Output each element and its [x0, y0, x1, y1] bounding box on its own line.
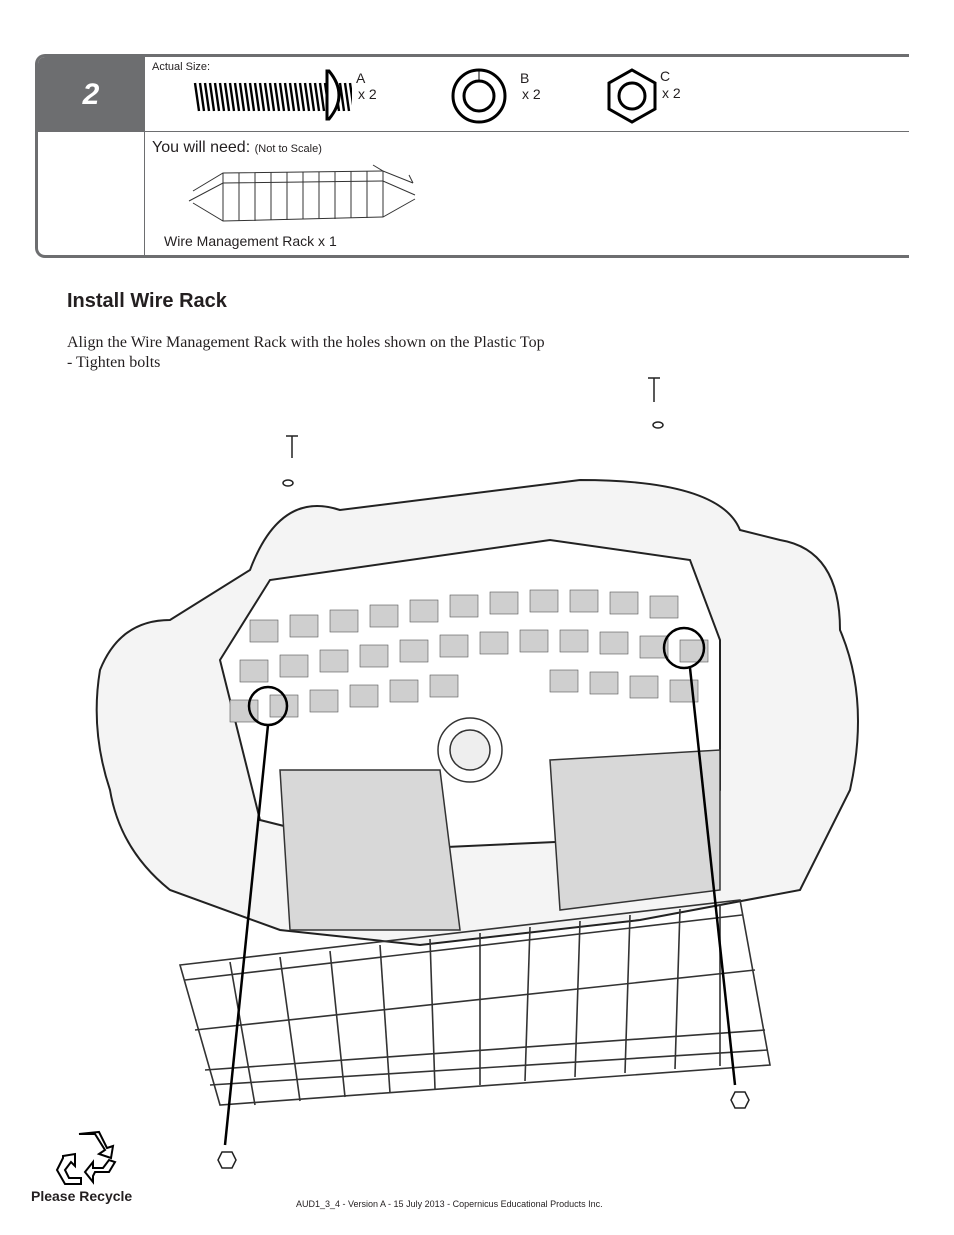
part-a-letter: A: [356, 70, 366, 86]
assembly-illustration: [95, 377, 859, 1169]
you-will-need-text: You will need:: [152, 139, 251, 156]
instruction-line-1: Align the Wire Management Rack with the …: [67, 334, 545, 351]
not-to-scale-text: (Not to Scale): [254, 143, 322, 155]
part-a-qty: x 2: [358, 86, 377, 102]
step-box: 2 Actual Size: A x 2: [35, 54, 909, 258]
washer-icon: [451, 68, 507, 124]
rack-label: Wire Management Rack x 1: [164, 233, 337, 249]
recycle-label: Please Recycle: [31, 1188, 133, 1204]
part-c-qty: x 2: [662, 85, 681, 101]
divider-horizontal: [38, 131, 909, 132]
you-will-need-label: You will need: (Not to Scale): [152, 139, 322, 157]
hex-nut-icon: [607, 68, 657, 124]
step-number: 2: [38, 57, 144, 132]
bolt-head-icon: [325, 69, 341, 121]
actual-size-label: Actual Size:: [152, 61, 211, 73]
wire-rack-small-icon: [188, 164, 416, 222]
document-info: AUD1_3_4 - Version A - 15 July 2013 - Co…: [296, 1199, 603, 1209]
instructions: Align the Wire Management Rack with the …: [67, 333, 545, 373]
instruction-line-2: - Tighten bolts: [67, 354, 161, 371]
recycle-icon: [55, 1130, 117, 1185]
section-title: Install Wire Rack: [67, 290, 227, 312]
part-b-qty: x 2: [522, 86, 541, 102]
part-c-letter: C: [660, 68, 671, 84]
part-b-letter: B: [520, 70, 530, 86]
divider-vertical: [144, 57, 145, 255]
